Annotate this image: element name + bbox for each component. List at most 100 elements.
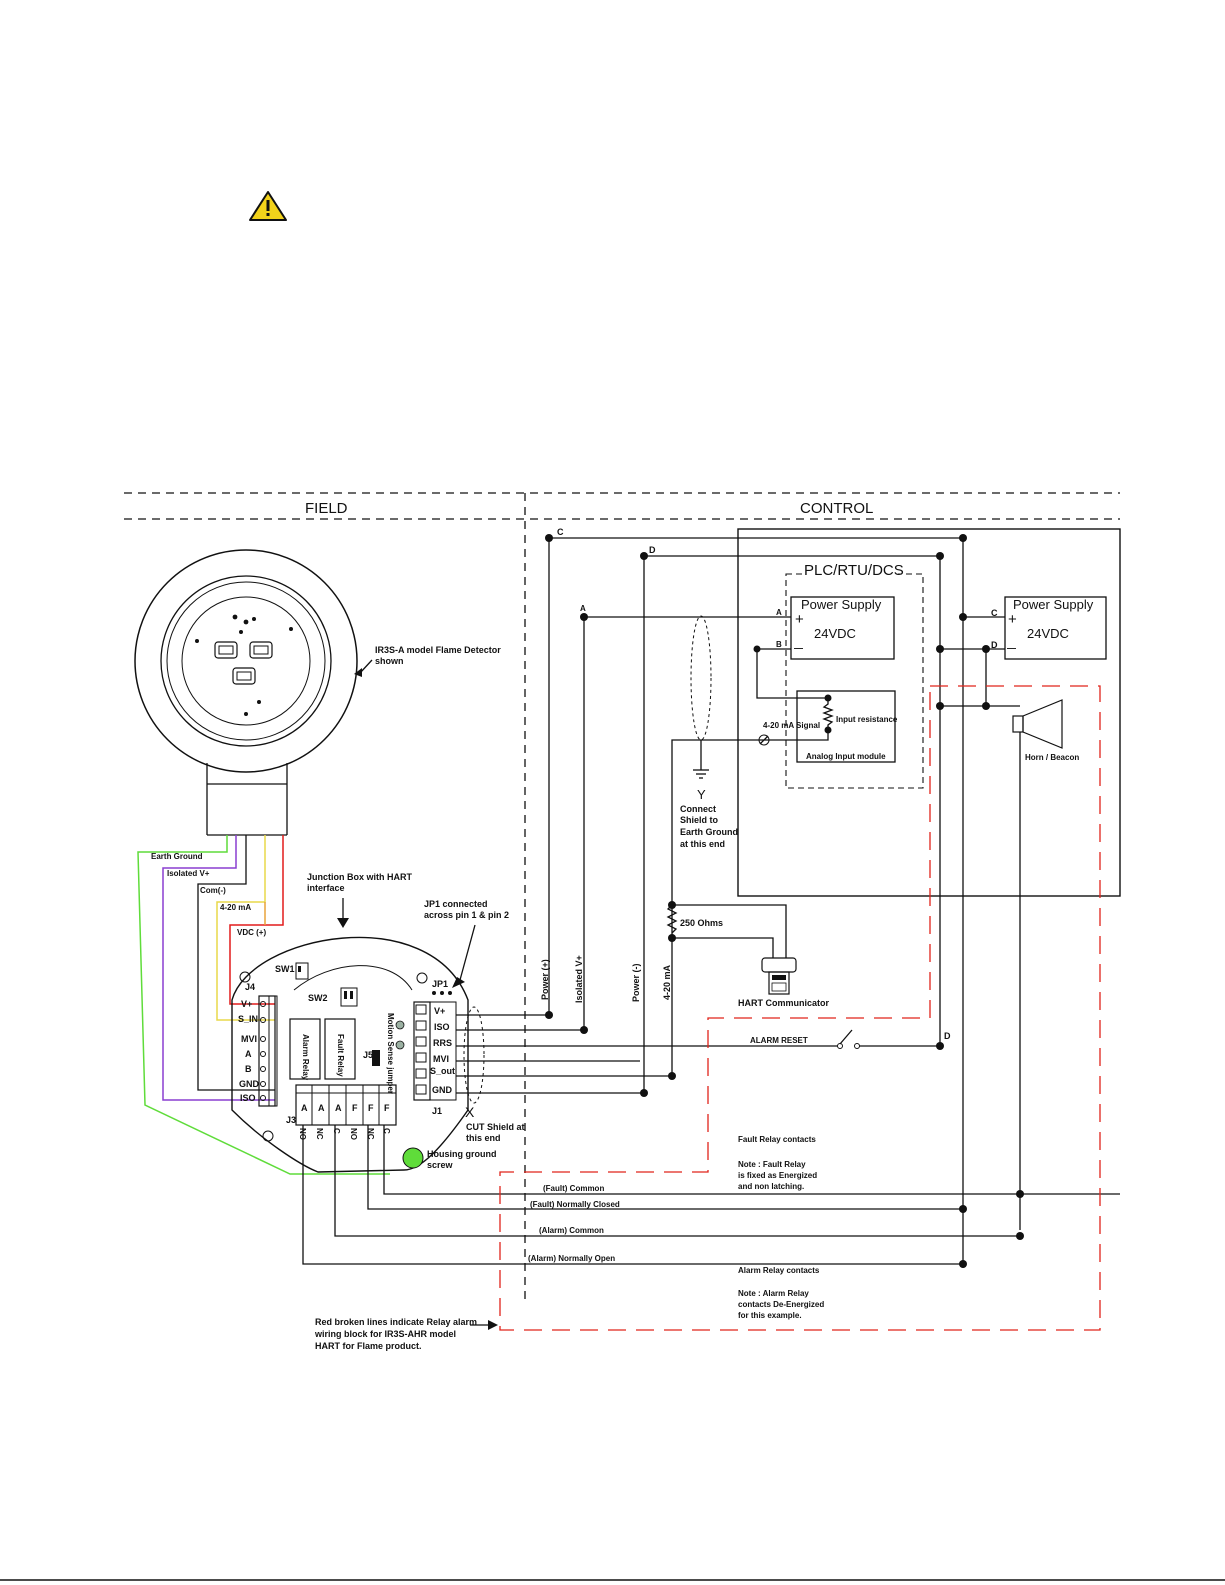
plc-box bbox=[785, 573, 924, 789]
ma-wire bbox=[216, 835, 275, 1021]
external-power-supply-box bbox=[1004, 596, 1107, 660]
flame-detector bbox=[134, 549, 358, 836]
j3-terminal-4: NO bbox=[349, 1128, 358, 1140]
node-d-label: D bbox=[649, 545, 656, 555]
red-note-line1: Red broken lines indicate Relay alarm bbox=[315, 1317, 477, 1327]
detector-label-line1: IR3S-A model Flame Detector bbox=[375, 645, 501, 655]
external-node-c: C bbox=[991, 608, 998, 618]
j3-terminal-3: C bbox=[332, 1128, 341, 1134]
jp1-pin2 bbox=[440, 991, 444, 995]
junction-label-line1: Junction Box with HART bbox=[307, 872, 412, 882]
alarm-reset-contact-2 bbox=[854, 1043, 860, 1049]
cut-shield-mark: X bbox=[465, 1104, 475, 1120]
label-alarm-common: (Alarm) Common bbox=[539, 1226, 604, 1235]
node-isolated-v bbox=[580, 1026, 588, 1034]
node-power-plus bbox=[545, 1011, 553, 1019]
input-resistance bbox=[822, 698, 834, 730]
earth-y-line3: Earth Ground bbox=[680, 827, 738, 837]
j3-top-3: A bbox=[335, 1103, 342, 1113]
plc-node-a: A bbox=[776, 608, 782, 617]
jp1-label-line2: across pin 1 & pin 2 bbox=[424, 910, 509, 920]
plc-minus: — bbox=[794, 643, 803, 653]
fault-note-line5: and non latching. bbox=[738, 1182, 804, 1191]
node-d-horn bbox=[982, 645, 990, 653]
wire-fault-nc bbox=[367, 1125, 963, 1210]
j1-terminal-gnd: GND bbox=[432, 1085, 453, 1095]
label-alarm-no: (Alarm) Normally Open bbox=[528, 1254, 615, 1263]
housing-ground-line2: screw bbox=[427, 1160, 454, 1170]
plc-title-bg bbox=[802, 563, 898, 578]
isolated-v-wire bbox=[162, 835, 275, 1101]
node-horn-left bbox=[936, 702, 944, 710]
node-d-right bbox=[936, 552, 944, 560]
j1-terminal-rrs: RRS bbox=[433, 1038, 452, 1048]
j3-top-1: A bbox=[301, 1103, 308, 1113]
red-note-line3: HART for Flame product. bbox=[315, 1341, 422, 1351]
j1-label: J1 bbox=[432, 1106, 442, 1116]
j3-top-2: A bbox=[318, 1103, 325, 1113]
sw2-switch-lever-2 bbox=[350, 991, 353, 999]
red-note-line2: wiring block for IR3S-AHR model bbox=[314, 1329, 456, 1339]
alarm-note-line1: Alarm Relay contacts bbox=[738, 1266, 820, 1275]
board-led-2 bbox=[395, 1040, 405, 1050]
node-horn-right bbox=[982, 702, 990, 710]
power-plus-vertical bbox=[548, 537, 963, 1015]
sw1-label: SW1 bbox=[275, 964, 295, 974]
j1-terminal-mvi: MVI bbox=[433, 1054, 449, 1064]
alarm-note-line3: Note : Alarm Relay bbox=[738, 1289, 809, 1298]
detector-pointer-head bbox=[354, 668, 362, 677]
field-heading: FIELD bbox=[305, 500, 348, 517]
jp1-pin1 bbox=[432, 991, 436, 995]
j1-terminal-iso: ISO bbox=[434, 1022, 450, 1032]
node-alarm-reset bbox=[936, 1042, 944, 1050]
hart-comm-label: HART Communicator bbox=[738, 998, 829, 1008]
fault-relay-label: Fault Relay bbox=[336, 1034, 345, 1077]
earth-y-line2: Shield to bbox=[680, 815, 719, 825]
plc-voltage: 24VDC bbox=[814, 626, 856, 641]
signal-lead bbox=[764, 730, 829, 741]
alarm-reset-node-d: D bbox=[944, 1031, 951, 1041]
detector-label: IR3S-A model Flame Detector shown bbox=[375, 645, 503, 666]
horn-label: Horn / Beacon bbox=[1025, 753, 1079, 762]
cut-shield-line2: this end bbox=[466, 1133, 501, 1143]
housing-ground-label: Housing ground screw bbox=[427, 1149, 499, 1170]
external-minus: — bbox=[1007, 643, 1016, 653]
label-isolated-v: Isolated V+ bbox=[574, 955, 584, 1003]
node-a-label: A bbox=[580, 604, 586, 613]
resistor-label: 250 Ohms bbox=[680, 918, 723, 928]
analog-input-module bbox=[796, 690, 896, 763]
label-fault-common: (Fault) Common bbox=[543, 1184, 604, 1193]
resistor-250 bbox=[666, 904, 678, 934]
sw2-label: SW2 bbox=[308, 993, 328, 1003]
plc-power-supply-box bbox=[790, 596, 895, 660]
node-d-supply bbox=[936, 645, 944, 653]
node-c-top bbox=[545, 534, 553, 542]
relay-wiring-block bbox=[499, 685, 1101, 1331]
jp1-pin3 bbox=[448, 991, 452, 995]
j4-terminal-v: V+ bbox=[241, 999, 252, 1009]
sw1-switch bbox=[295, 962, 309, 980]
node-c-supply bbox=[959, 613, 967, 621]
cable-shield-control bbox=[690, 615, 712, 741]
wire-fault-common bbox=[383, 1125, 1120, 1195]
hart-communicator-icon bbox=[761, 957, 797, 995]
j4-label: J4 bbox=[245, 982, 255, 992]
j3-block bbox=[295, 1084, 397, 1126]
external-plus: + bbox=[1008, 611, 1017, 628]
plc-power-supply-label: Power Supply bbox=[801, 597, 882, 612]
horn-beacon-icon bbox=[1012, 699, 1063, 749]
j3-terminal-5: NC bbox=[366, 1128, 375, 1140]
sw2-switch bbox=[340, 987, 358, 1007]
plc-plus: + bbox=[795, 611, 804, 628]
alarm-reset-label: ALARM RESET bbox=[750, 1036, 808, 1045]
motion-sense-label: Motion Sense jumper bbox=[386, 1013, 395, 1094]
node-d-top bbox=[640, 552, 648, 560]
alarm-reset-contact-1 bbox=[837, 1043, 843, 1049]
j4-terminal-gnd: GND bbox=[239, 1079, 260, 1089]
node-alarm-common bbox=[1016, 1232, 1024, 1240]
plc-node-b: B bbox=[776, 640, 782, 649]
node-b bbox=[753, 645, 761, 653]
analog-module-label: Analog Input module bbox=[806, 752, 886, 761]
external-voltage: 24VDC bbox=[1027, 626, 1069, 641]
control-cabinet bbox=[737, 528, 1121, 897]
